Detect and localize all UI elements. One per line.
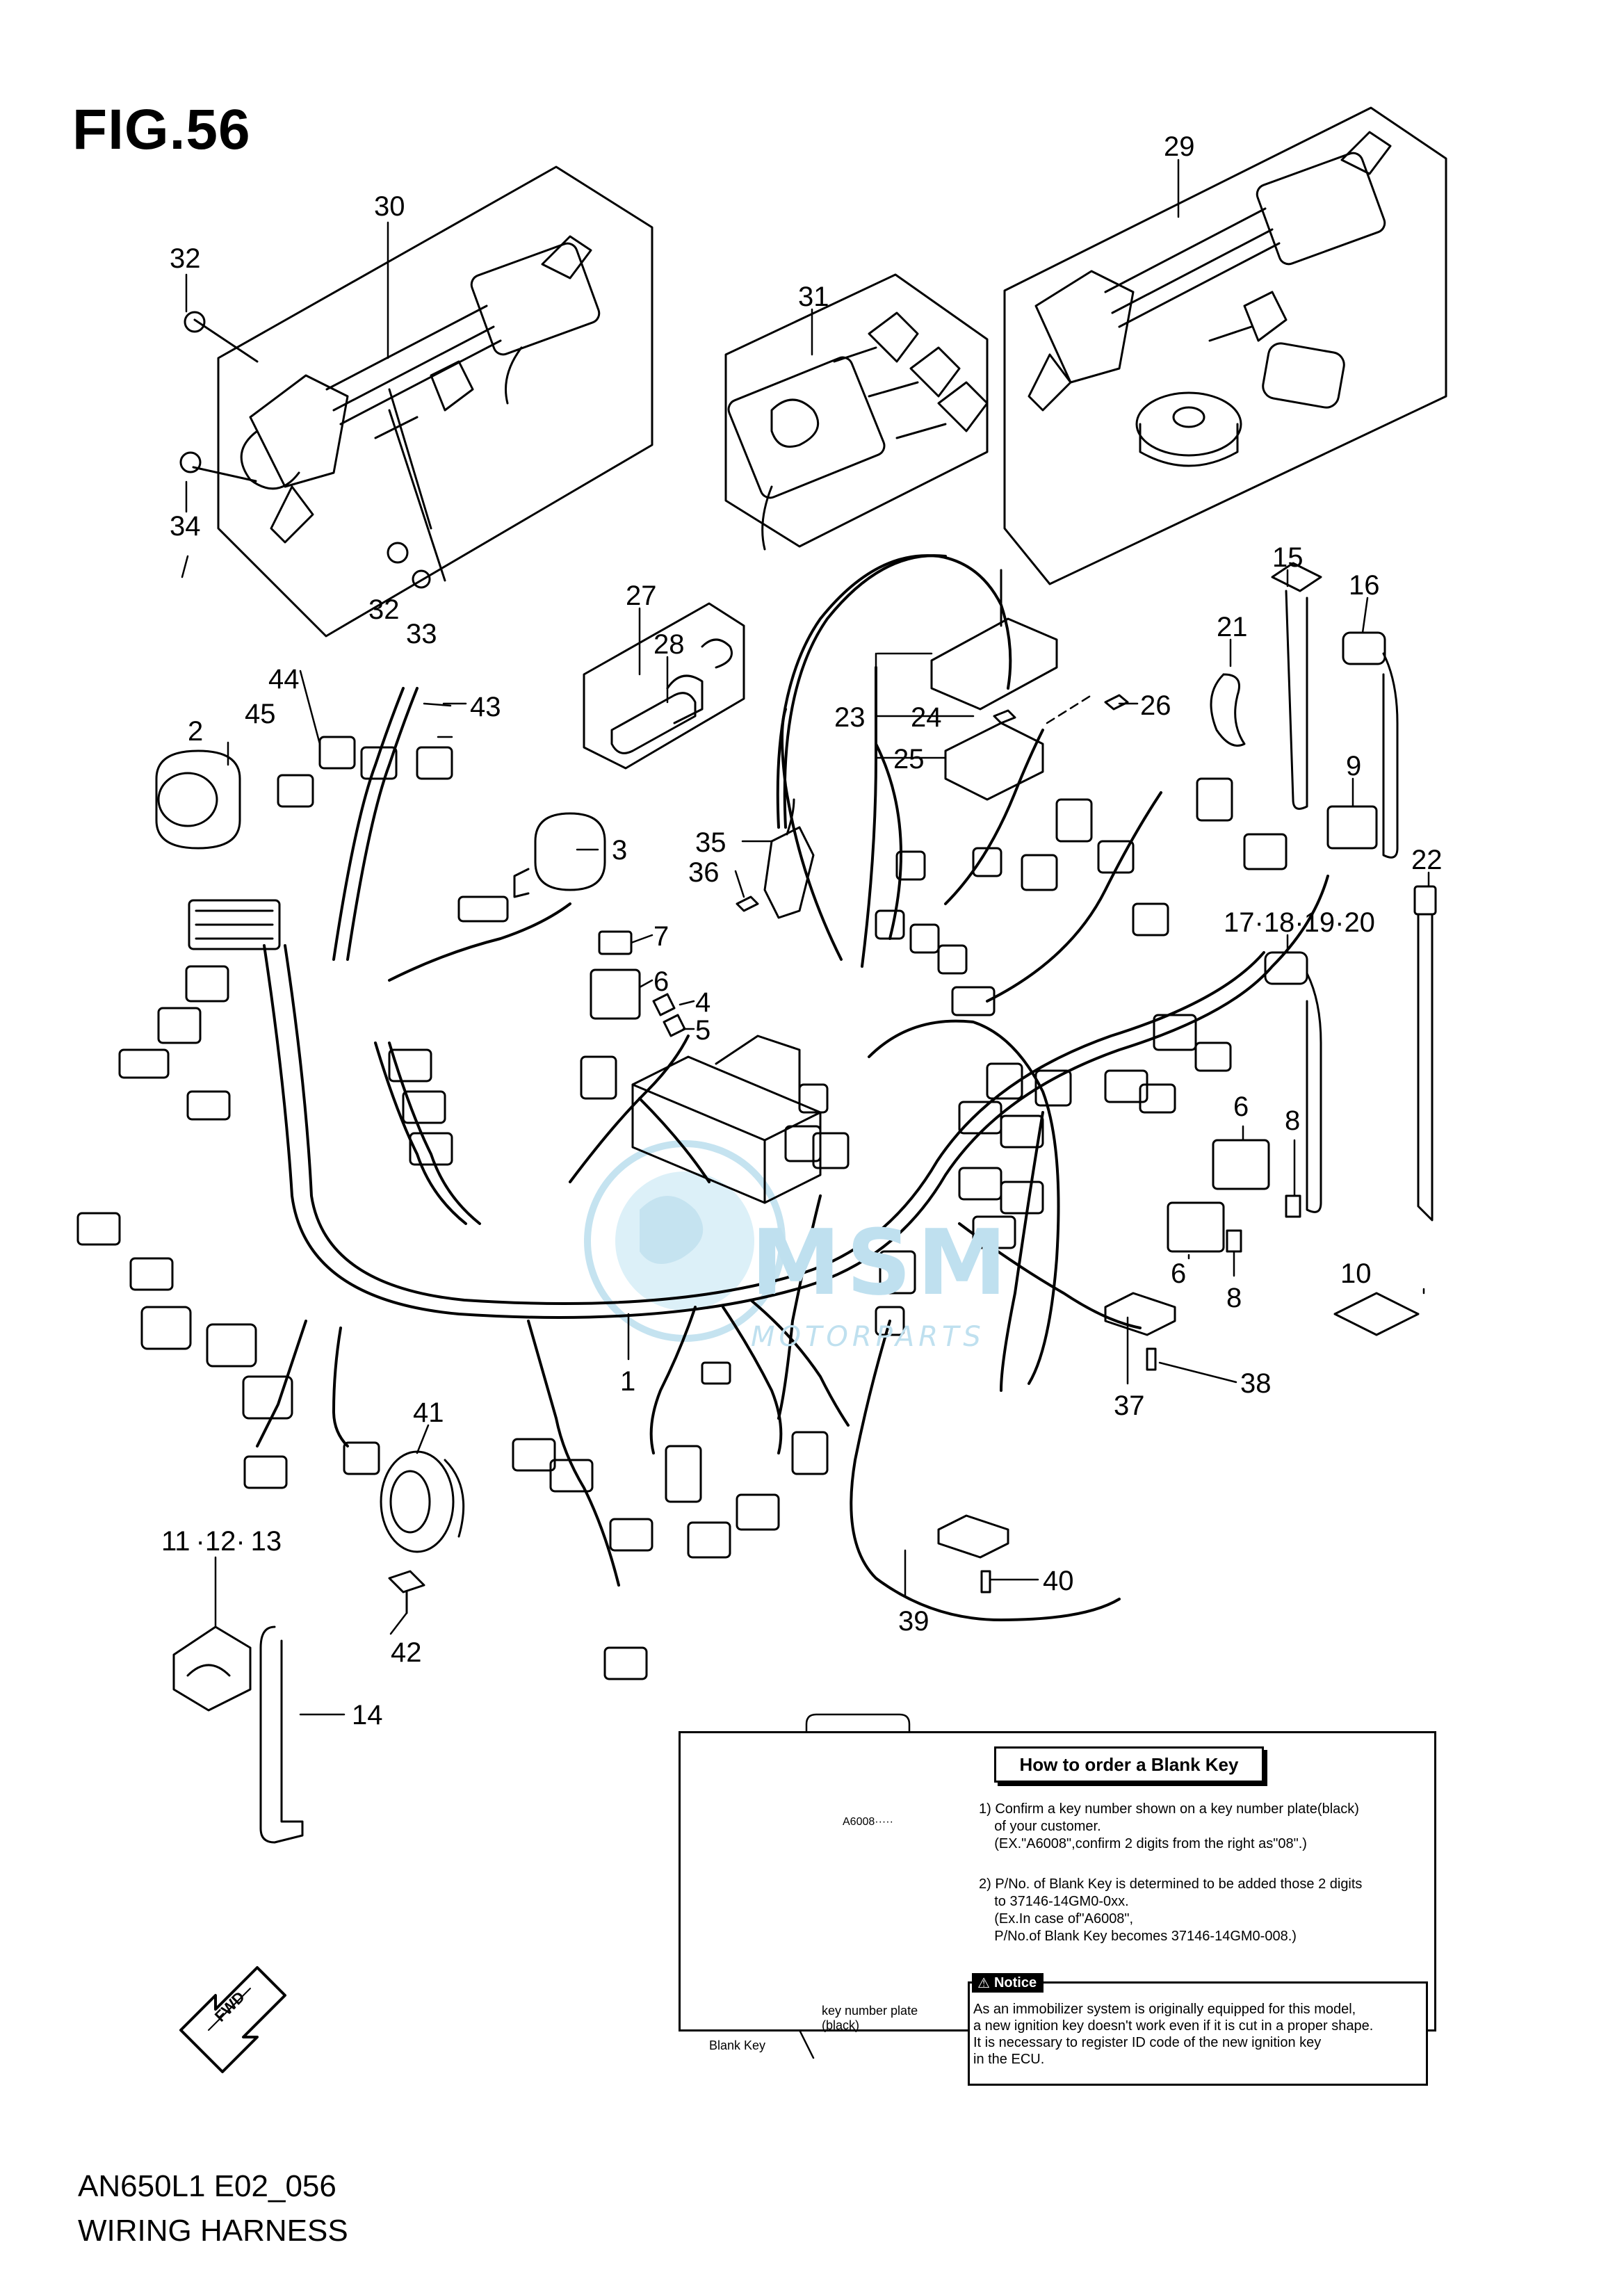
callout-11-13: 11 ·12· 13	[161, 1526, 282, 1557]
callout-42: 42	[391, 1637, 422, 1668]
callout-30: 30	[374, 191, 405, 222]
callout-3: 3	[612, 835, 627, 866]
part-group-title: WIRING HARNESS	[78, 2214, 348, 2248]
instruction-step-2: 2) P/No. of Blank Key is determined to b…	[979, 1876, 1363, 1944]
callout-41: 41	[413, 1397, 444, 1428]
callout-28: 28	[653, 629, 685, 660]
callout-29: 29	[1164, 131, 1195, 162]
key-set-31	[724, 273, 989, 551]
notice-text: As an immobilizer system is originally e…	[973, 2002, 1374, 2067]
callout-8-top: 8	[1285, 1105, 1300, 1136]
callout-10: 10	[1340, 1258, 1372, 1289]
figure-title: FIG.56	[72, 98, 251, 161]
callout-15: 15	[1272, 542, 1304, 573]
callout-39: 39	[898, 1606, 929, 1637]
notice-label: Notice	[993, 1974, 1037, 1990]
fuse-box	[580, 1035, 822, 1204]
main-wiring-harness-1	[256, 554, 1329, 1621]
callout-7: 7	[653, 921, 669, 952]
callout-43: 43	[470, 692, 501, 722]
seat-lock-27-28	[583, 602, 745, 770]
callout-40: 40	[1043, 1566, 1074, 1596]
ignition-switch-set-29	[1003, 106, 1447, 585]
callout-34: 34	[170, 511, 201, 542]
callout-4: 4	[695, 987, 710, 1018]
instruction-step-1: 1) Confirm a key number shown on a key n…	[979, 1801, 1359, 1851]
callout-6-right-top: 6	[1233, 1092, 1249, 1122]
callout-35: 35	[695, 827, 726, 858]
model-code: AN650L1 E02_056	[78, 2169, 336, 2203]
key-plate-number: A6008·····	[843, 1816, 893, 1828]
callout-31: 31	[798, 282, 829, 312]
callout-23: 23	[834, 702, 866, 733]
callout-9: 9	[1346, 751, 1361, 781]
callout-26: 26	[1140, 690, 1171, 721]
callout-38: 38	[1240, 1368, 1272, 1399]
callout-44: 44	[268, 664, 300, 695]
callout-6-left: 6	[653, 966, 669, 997]
notice-header: ⚠ Notice	[972, 1973, 1044, 1993]
callout-37: 37	[1114, 1390, 1145, 1421]
callout-24: 24	[911, 702, 942, 733]
callout-21: 21	[1217, 612, 1248, 642]
notice-box	[968, 1981, 1428, 2086]
callout-45: 45	[245, 699, 276, 729]
ignition-switch-set-30	[192, 165, 653, 638]
fwd-arrow-icon	[179, 1966, 286, 2073]
callout-32-lower: 32	[368, 594, 400, 625]
callout-16: 16	[1349, 570, 1380, 601]
leader-lines	[181, 159, 1430, 1716]
callout-1: 1	[620, 1366, 635, 1397]
key-number-plate-label: key number plate (black)	[822, 2004, 918, 2032]
watermark-brand: MSM	[751, 1210, 1013, 1315]
callout-32-top: 32	[170, 243, 201, 274]
callout-27: 27	[626, 581, 657, 611]
warning-icon: ⚠	[977, 1975, 990, 1991]
callout-36: 36	[688, 857, 720, 888]
callout-2: 2	[188, 716, 203, 747]
small-parts	[155, 311, 1437, 1844]
callout-8-bottom: 8	[1226, 1283, 1242, 1313]
callout-6-right-bottom: 6	[1171, 1258, 1186, 1289]
callout-25: 25	[893, 744, 925, 775]
harness-connectors	[76, 736, 1288, 1680]
callout-14: 14	[352, 1700, 383, 1730]
callout-22: 22	[1411, 845, 1443, 875]
callout-5: 5	[695, 1015, 710, 1046]
watermark-subtitle: MOTORPARTS	[751, 1321, 985, 1353]
callout-33: 33	[406, 619, 437, 649]
blank-key-heading: How to order a Blank Key	[994, 1746, 1264, 1783]
blank-key-label: Blank Key	[709, 2038, 766, 2052]
callout-17-20: 17·18·19·20	[1224, 907, 1375, 938]
